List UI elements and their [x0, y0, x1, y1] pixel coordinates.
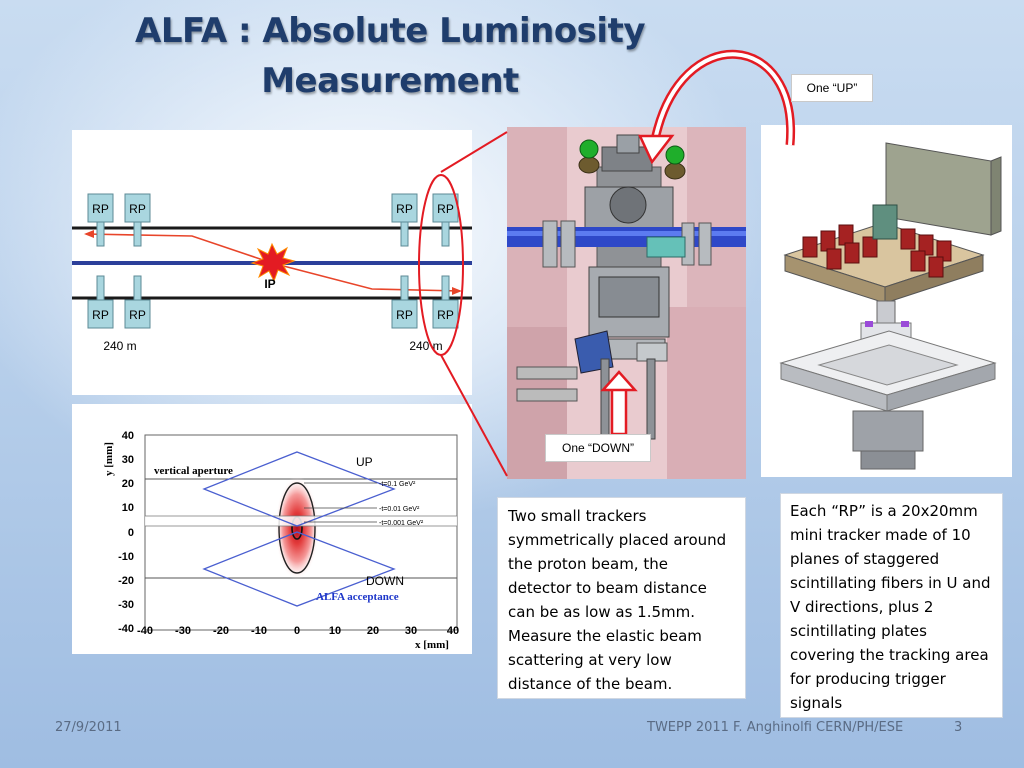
y-tick: -30	[118, 599, 134, 611]
x-axis-label: x [mm]	[415, 639, 449, 651]
y-tick: 20	[122, 478, 134, 490]
rp-label: RP	[437, 308, 454, 322]
title-line-2: Measurement	[261, 61, 519, 101]
x-tick: -10	[251, 625, 267, 637]
rp-label: RP	[129, 202, 146, 216]
roman-pot-top-4: RP	[432, 193, 459, 247]
acceptance-plot-svg: -t=0.1 GeV² -t=0.01 GeV² -t=0.001 GeV² v…	[103, 430, 459, 651]
roman-pot-top-1: RP	[87, 193, 114, 247]
t-label-3: -t=0.001 GeV²	[379, 520, 424, 527]
y-tick: -20	[118, 575, 134, 587]
detector-exploded-view	[761, 125, 1012, 477]
description-roman-pot-text: Each “RP” is a 20x20mm mini tracker made…	[790, 502, 991, 712]
x-tick: 10	[329, 625, 341, 637]
distance-left: 240 m	[103, 339, 136, 353]
beamline-diagram: RP RP RP RP RP	[72, 130, 472, 395]
beamline-svg: RP RP RP RP RP	[72, 193, 472, 353]
x-tick: 20	[367, 625, 379, 637]
slide-title: ALFA : Absolute Luminosity Measurement	[80, 6, 700, 106]
zoom-line-top	[440, 131, 508, 173]
roman-pot-cad-svg	[507, 127, 746, 479]
x-tick: 40	[447, 625, 459, 637]
down-label: DOWN	[366, 574, 404, 588]
up-arrow-head-icon	[638, 134, 675, 165]
description-roman-pot: Each “RP” is a 20x20mm mini tracker made…	[780, 493, 1003, 718]
rp-highlight-ellipse	[418, 174, 464, 356]
footer-date: 27/9/2011	[55, 720, 122, 735]
y-tick: 40	[122, 430, 134, 442]
up-label: UP	[356, 455, 373, 469]
y-tick: 30	[122, 454, 134, 466]
callout-up: One “UP”	[791, 74, 873, 102]
callout-up-text: One “UP”	[806, 81, 858, 95]
x-tick: 30	[405, 625, 417, 637]
title-line-1: ALFA : Absolute Luminosity	[135, 11, 645, 51]
acceptance-plot: -t=0.1 GeV² -t=0.01 GeV² -t=0.001 GeV² v…	[72, 404, 472, 654]
rp-label: RP	[92, 308, 109, 322]
roman-pot-bottom-1: RP	[87, 275, 114, 329]
down-straight-arrow-icon	[600, 370, 638, 436]
y-tick: 10	[122, 502, 134, 514]
roman-pot-bottom-3: RP	[391, 275, 418, 329]
description-trackers-text: Two small trackers symmetrically placed …	[508, 507, 727, 693]
y-tick: 0	[128, 527, 134, 539]
x-tick: 0	[294, 625, 300, 637]
y-tick: -40	[118, 623, 134, 635]
t-label-2: -t=0.01 GeV²	[379, 506, 420, 513]
roman-pot-top-3: RP	[391, 193, 418, 247]
footer-conference: TWEPP 2011 F. Anghinolfi CERN/PH/ESE	[647, 720, 904, 735]
rp-label: RP	[92, 202, 109, 216]
roman-pot-bottom-2: RP	[124, 275, 151, 329]
y-tick: -10	[118, 551, 134, 563]
x-tick: -40	[137, 625, 153, 637]
acceptance-label: ALFA acceptance	[316, 591, 399, 603]
x-tick: -20	[213, 625, 229, 637]
callout-down: One “DOWN”	[545, 434, 651, 462]
roman-pot-cad-image	[507, 127, 746, 479]
rp-label: RP	[129, 308, 146, 322]
roman-pot-bottom-4: RP	[432, 275, 459, 329]
aperture-label: vertical aperture	[154, 465, 233, 477]
zoom-line-bottom	[440, 354, 508, 477]
callout-down-text: One “DOWN”	[562, 441, 634, 455]
x-tick: -30	[175, 625, 191, 637]
rp-label: RP	[396, 308, 413, 322]
t-label-1: -t=0.1 GeV²	[379, 481, 416, 488]
footer-page-number: 3	[954, 720, 963, 735]
rp-label: RP	[437, 202, 454, 216]
rp-label: RP	[396, 202, 413, 216]
interaction-point-burst-icon	[250, 242, 296, 283]
detector-exploded-svg	[779, 142, 1002, 470]
ip-label: IP	[264, 277, 275, 291]
roman-pot-top-2: RP	[124, 193, 151, 247]
y-axis-label: y [mm]	[103, 442, 115, 476]
description-trackers: Two small trackers symmetrically placed …	[497, 497, 746, 699]
